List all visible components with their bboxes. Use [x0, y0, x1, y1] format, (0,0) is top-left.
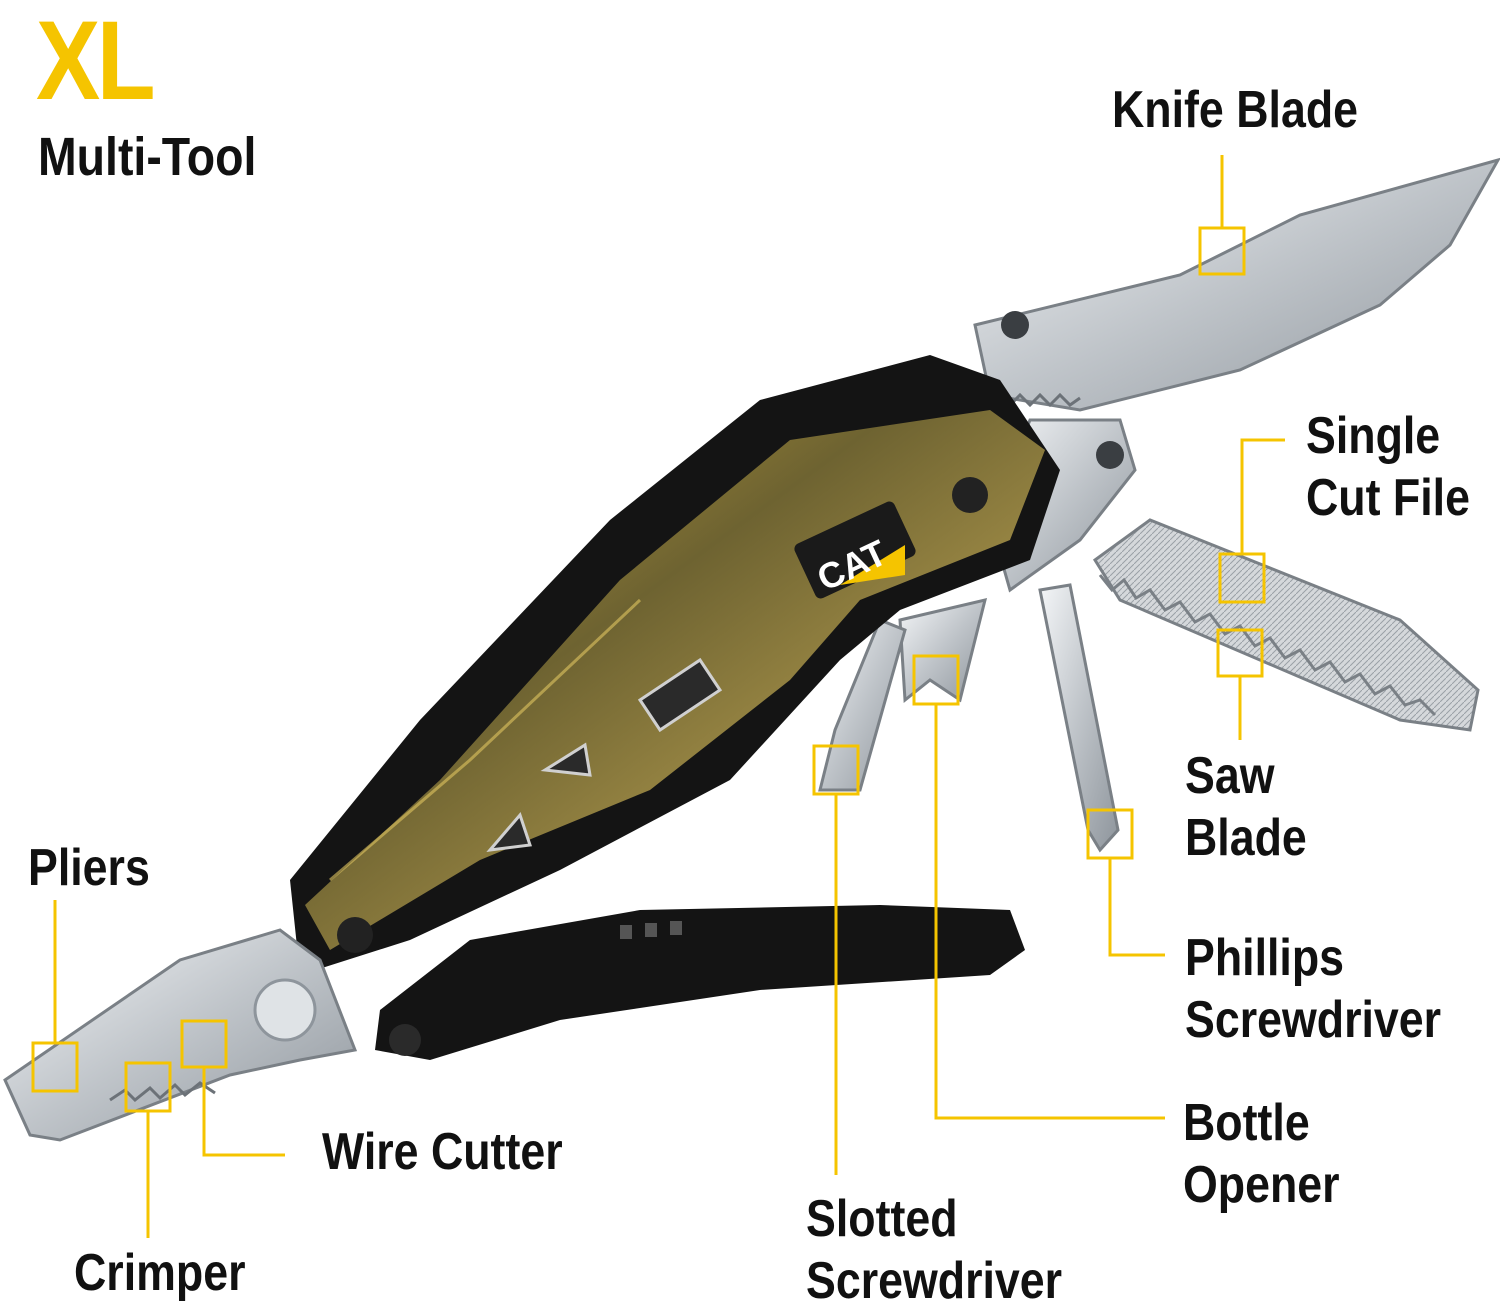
page-subtitle: Multi-Tool [38, 127, 257, 187]
label-slotted-line2: Screwdriver [806, 1252, 1063, 1310]
pliers-head-shape [3, 928, 358, 1142]
label-knife-blade: Knife Blade [1112, 81, 1359, 139]
page-title: XL [36, 0, 156, 123]
label-saw-blade: Saw Blade [1185, 750, 1307, 864]
label-phillips-screwdriver: Phillips Screwdriver [1185, 932, 1441, 1046]
label-phillips-line1: Phillips [1185, 929, 1345, 987]
label-bottle-opener: Bottle Opener [1183, 1097, 1340, 1211]
label-wire-cutter: Wire Cutter [322, 1123, 563, 1181]
phillips-screwdriver-shape [1038, 583, 1120, 853]
label-saw-blade-line1: Saw [1185, 747, 1275, 805]
bottle-opener-shape [898, 597, 988, 703]
label-slotted-line1: Slotted [806, 1190, 958, 1248]
label-bottle-opener-line1: Bottle [1183, 1094, 1310, 1152]
plier-handle-shape [375, 905, 1025, 1060]
knife-blade-shape [973, 157, 1500, 412]
label-single-cut-file-line2: Cut File [1306, 469, 1470, 527]
label-crimper: Crimper [74, 1244, 246, 1302]
label-slotted-screwdriver: Slotted Screwdriver [806, 1193, 1062, 1307]
label-single-cut-file: Single Cut File [1306, 410, 1470, 524]
label-phillips-line2: Screwdriver [1185, 991, 1442, 1049]
label-saw-blade-line2: Blade [1185, 809, 1307, 867]
label-bottle-opener-line2: Opener [1183, 1156, 1340, 1214]
label-single-cut-file-line1: Single [1306, 407, 1441, 465]
label-pliers: Pliers [28, 839, 150, 897]
file-saw-shape [1092, 518, 1480, 732]
